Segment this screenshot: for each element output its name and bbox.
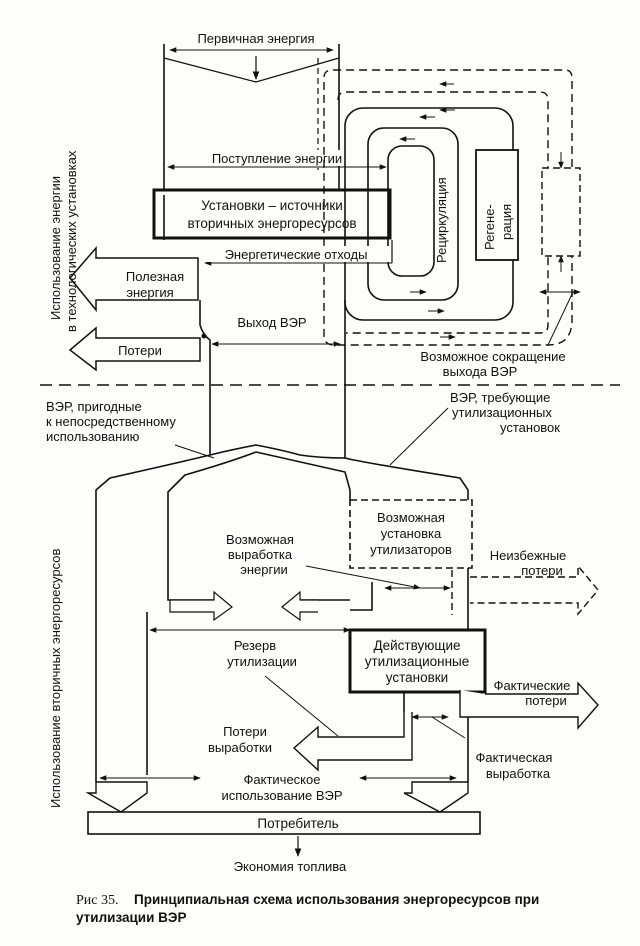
reserve-label-1: Резерв [234,638,276,653]
possible-output-leader [305,565,421,590]
useful-energy-label-1: Полезная [126,269,184,284]
ver-util-label-2: утилизационных [452,405,552,420]
ver-direct-label-1: ВЭР, пригодные [46,399,142,414]
ver-direct-label-3: использованию [46,429,140,444]
caption-prefix: Рис 35. [76,893,119,908]
energy-waste: Энергетические отходы [198,240,394,266]
unavoidable-losses-label-1: Неизбежные [490,548,567,563]
useful-energy-arrow: Полезная энергия [69,245,199,313]
regeneration-label-2: рация [499,204,514,240]
ver-util-leader [389,407,449,466]
possible-reduction-label-1: Возможное сокращение [420,349,565,364]
ver-util-label-1: ВЭР, требующие [450,390,550,405]
output-losses-label-1: Потери [223,724,267,739]
consumer-bar: Потребитель Экономия топлива [87,811,481,874]
possible-installation-box: Возможная установка утилизаторов [349,499,473,569]
lower-flows [95,440,469,782]
source-box-line1: Установки – источники [201,198,343,213]
figure-caption: Рис 35. Принципиальная схема использован… [76,892,539,925]
possible-reduction-label-2: выхода ВЭР [443,364,518,379]
ver-direct-label-2: к непосредственному [46,414,176,429]
reserve-leader [264,675,339,737]
output-losses-arrow: Потери выработки [208,712,413,772]
output-losses-label-2: выработки [208,740,272,755]
ver-util-label-3: установок [500,420,560,435]
energy-supply: Поступление энергии [167,150,387,170]
actual-losses-arrow: Фактические потери [459,678,599,730]
source-installations-box: Установки – источники вторичных энергоре… [152,188,392,240]
consumer-label: Потребитель [257,816,338,831]
actual-use: Фактическое использование ВЭР [99,772,457,803]
actual-output-label-1: Фактическая [476,750,553,765]
caption-text-1: Принципиальная схема использования энерг… [134,892,539,907]
source-box-line2: вторичных энергоресурсов [187,216,356,231]
regeneration-label-1: Регене- [482,204,497,250]
possible-output-label-1: Возможная [226,532,294,547]
ver-output-label: Выход ВЭР [237,315,306,330]
actual-output-label-2: выработка [486,766,551,781]
primary-energy-label: Первичная энергия [197,31,314,46]
primary-energy-block: Первичная энергия [163,30,340,215]
energy-supply-label: Поступление энергии [212,151,342,166]
dashed-unit [539,152,581,346]
recirculation-label: Рециркуляция [434,177,449,263]
actual-use-label-1: Фактическое [244,772,321,787]
side-label-top-2: в технологических установках [64,150,79,332]
possible-output-arrows [169,590,318,622]
losses-label: Потери [118,343,162,358]
actual-output-leader [431,716,466,739]
active-install-label-1: Действующие [373,638,460,653]
active-installations-box: Действующие утилизационные установки [348,628,487,694]
possible-install-label-1: Возможная [377,510,445,525]
possible-install-label-3: утилизаторов [370,542,452,557]
possible-install-label-2: установка [381,526,442,541]
losses-arrow: Потери [68,326,201,372]
active-install-label-3: установки [386,670,448,685]
central-channels [163,195,346,440]
useful-energy-label-2: энергия [126,285,173,300]
actual-losses-label-2: потери [525,693,567,708]
regeneration-box: Регене- рация [475,149,519,261]
actual-losses-label-1: Фактические [494,678,571,693]
unavoidable-losses [451,564,599,616]
reserve-label-2: утилизации [227,654,297,669]
caption-text-2: утилизации ВЭР [76,910,187,925]
possible-output-label-3: энергии [240,562,288,577]
side-label-top-1: Использование энергии [48,176,63,320]
side-label-bottom: Использование вторичных энергоресурсов [48,549,63,808]
possible-output-label-2: выработка [228,547,293,562]
actual-use-label-2: использование ВЭР [221,788,342,803]
fuel-saving-label: Экономия топлива [234,859,347,874]
energy-waste-label: Энергетические отходы [225,247,368,262]
unavoidable-losses-label-2: потери [521,563,563,578]
active-install-label-2: утилизационные [365,654,470,669]
